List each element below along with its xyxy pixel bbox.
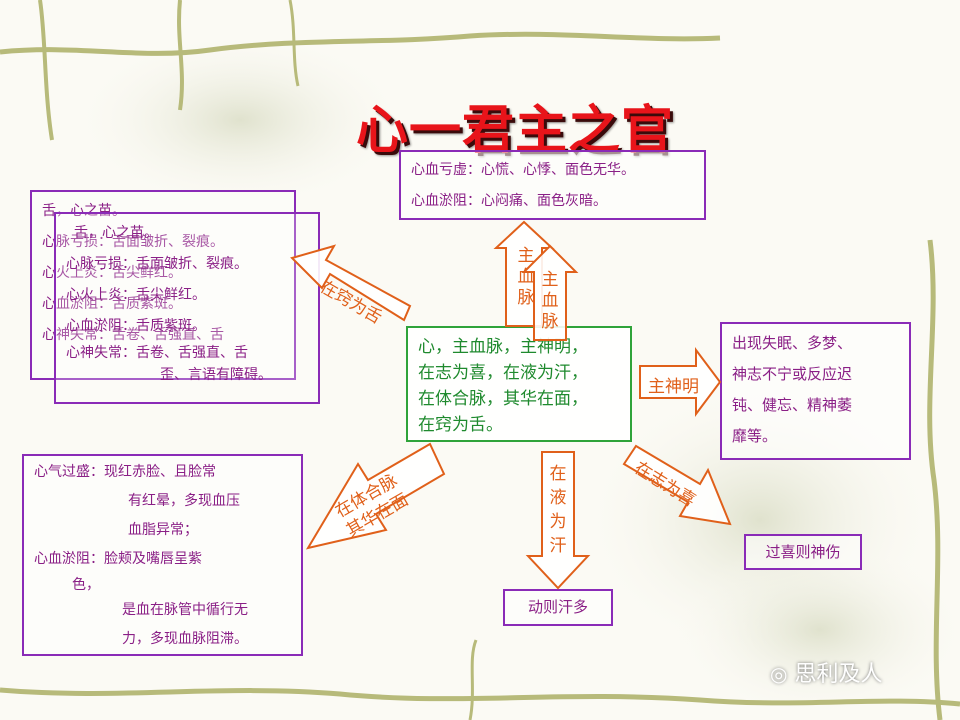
tongue-front-line: 舌，心之苗。 [74,225,158,241]
tongue-box-front: 舌，心之苗。 心脉亏损：舌面皱折、裂痕。 心火上炎：舌尖鲜红。 心血淤阻：舌质紫… [54,212,320,404]
tongue-front-line: 心神失常：舌卷、舌强直、舌 [66,345,248,361]
tongue-back-line: 心脉亏损：舌面皱折、裂痕。 [42,234,224,250]
tongue-back-line: 心火上炎：舌尖鲜红。 [42,265,182,281]
center-line: 在志为喜，在液为汗， [418,363,588,383]
top-box-line: 心血亏虚：心慌、心悸、面色无华。 [411,162,635,178]
face-box-line: 有红晕，多现血压 [128,493,240,509]
tongue-front-line: 心血淤阻：舌质紫斑。 [66,318,206,334]
face-box-line: 心气过盛：现红赤脸、且脸常 [34,464,216,480]
heart-function-box: 心，主血脉，主神明， 在志为喜，在液为汗， 在体合脉，其华在面， 在窍为舌。 [406,326,632,442]
tongue-front-line: 心脉亏损：舌面皱折、裂痕。 [66,256,248,272]
center-line: 心，主血脉，主神明， [418,337,588,357]
up-arrow-right-label: 主 血 脉 [541,270,559,332]
spirit-box: 出现失眠、多梦、 神志不宁或反应迟 钝、健忘、精神萎 靡等。 [720,322,911,460]
tongue-back-line: 心血淤阻：舌质紫斑。 [42,296,182,312]
tongue-back-line: 心神失常：舌卷、舌强直、舌 [42,327,224,343]
face-box: 心气过盛：现红赤脸、且脸常 有红晕，多现血压 血脂异常； 心血淤阻：脸颊及嘴唇呈… [22,454,303,656]
face-box-line: 血脂异常； [128,522,198,538]
spirit-box-line: 钝、健忘、精神萎 [732,396,853,414]
joy-result-box: 过喜则神伤 [744,534,862,570]
tongue-back-line: 舌，心之苗。 [42,203,126,219]
top-box-line: 心血淤阻：心闷痛、面色灰暗。 [411,193,607,209]
face-box-line: 是血在脉管中循行无 [122,602,248,618]
spirit-box-line: 出现失眠、多梦、 [732,334,853,352]
tongue-front-line: 心火上炎：舌尖鲜红。 [66,287,206,303]
face-box-line: 心血淤阻：脸颊及嘴唇呈紫 [34,551,202,567]
tongue-box-back: 舌，心之苗。 心脉亏损：舌面皱折、裂痕。 心火上炎：舌尖鲜红。 心血淤阻：舌质紫… [30,190,296,380]
spirit-box-line: 靡等。 [732,427,778,445]
face-box-line: 色， [72,577,100,593]
credit-watermark: ◎ 思利及人 [770,662,883,687]
wechat-icon: ◎ [770,662,788,686]
top-symptom-box: 心血亏虚：心慌、心悸、面色无华。 心血淤阻：心闷痛、面色灰暗。 [399,150,706,220]
down-arrow-label: 在 液 为 汗 [549,464,567,556]
spirit-box-line: 神志不宁或反应迟 [732,365,853,383]
right-arrow-label: 主神明 [648,377,699,397]
center-line: 在窍为舌。 [418,415,503,435]
sweat-result-box: 动则汗多 [503,589,613,626]
tongue-front-line: 歪、言语有障碍。 [160,367,272,383]
up-arrow-left-label: 主 血 脉 [517,246,535,308]
center-line: 在体合脉，其华在面， [418,389,588,409]
face-box-line: 力，多现血脉阻滞。 [122,631,248,647]
